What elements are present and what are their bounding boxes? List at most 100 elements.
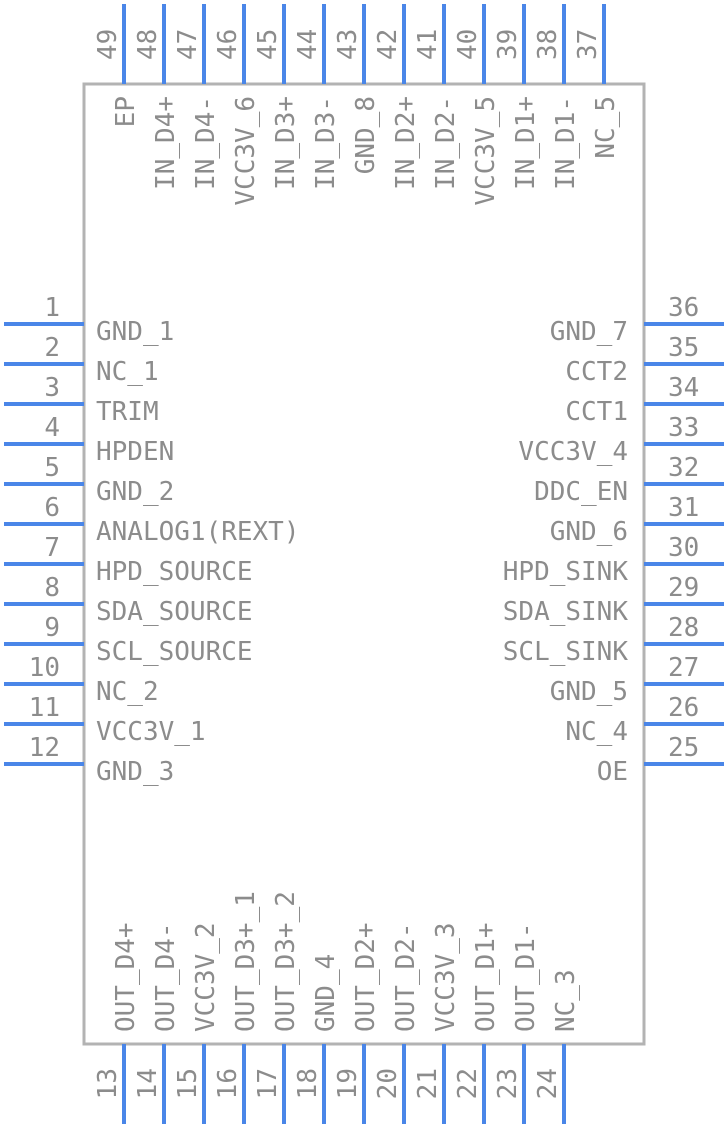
pin-number-9: 9	[44, 613, 60, 643]
pin-label-44: IN_D3-	[311, 96, 341, 190]
pin-label-28: SCL_SINK	[503, 637, 629, 667]
pin-number-19: 19	[333, 1068, 363, 1099]
pin-number-27: 27	[668, 653, 699, 683]
pin-label-4: HPDEN	[96, 437, 174, 467]
pin-number-21: 21	[413, 1068, 443, 1099]
pin-number-29: 29	[668, 573, 699, 603]
pin-number-28: 28	[668, 613, 699, 643]
pin-label-24: NC_3	[551, 969, 581, 1032]
pin-number-13: 13	[93, 1068, 123, 1099]
pin-label-2: NC_1	[96, 357, 159, 387]
pin-label-6: ANALOG1(REXT)	[96, 517, 300, 547]
pin-number-44: 44	[293, 29, 323, 60]
pin-number-30: 30	[668, 533, 699, 563]
pin-label-10: NC_2	[96, 677, 159, 707]
pin-label-38: IN_D1-	[551, 96, 581, 190]
pin-label-46: VCC3V_6	[231, 96, 261, 206]
pin-number-14: 14	[133, 1068, 163, 1099]
pin-number-32: 32	[668, 453, 699, 483]
pin-label-36: GND_7	[550, 317, 628, 347]
pin-label-20: OUT_D2-	[391, 922, 421, 1032]
pin-label-41: IN_D2-	[431, 96, 461, 190]
pin-number-42: 42	[373, 29, 403, 60]
pin-number-49: 49	[93, 29, 123, 60]
pin-number-16: 16	[213, 1068, 243, 1099]
pin-label-5: GND_2	[96, 477, 174, 507]
pin-number-39: 39	[493, 29, 523, 60]
pin-number-4: 4	[44, 413, 60, 443]
pin-label-22: OUT_D1+	[471, 922, 501, 1032]
pin-label-49: EP	[111, 96, 141, 127]
pin-number-36: 36	[668, 293, 699, 323]
pin-number-18: 18	[293, 1068, 323, 1099]
pin-number-8: 8	[44, 573, 60, 603]
pin-label-21: VCC3V_3	[431, 922, 461, 1032]
pin-label-8: SDA_SOURCE	[96, 597, 253, 627]
pin-number-5: 5	[44, 453, 60, 483]
pin-label-12: GND_3	[96, 757, 174, 787]
pin-number-15: 15	[173, 1068, 203, 1099]
pin-number-40: 40	[453, 29, 483, 60]
pin-label-47: IN_D4-	[191, 96, 221, 190]
pin-label-18: GND_4	[311, 954, 341, 1032]
pin-label-7: HPD_SOURCE	[96, 557, 253, 587]
pin-number-46: 46	[213, 29, 243, 60]
pin-label-14: OUT_D4-	[151, 922, 181, 1032]
pin-label-15: VCC3V_2	[191, 922, 221, 1032]
pin-label-45: IN_D3+	[271, 96, 301, 190]
pin-label-3: TRIM	[96, 397, 159, 427]
pin-label-25: OE	[597, 757, 628, 787]
pin-number-25: 25	[668, 733, 699, 763]
pin-label-48: IN_D4+	[151, 96, 181, 190]
pin-number-22: 22	[453, 1068, 483, 1099]
pin-number-23: 23	[493, 1068, 523, 1099]
pin-number-6: 6	[44, 493, 60, 523]
pin-label-43: GND_8	[351, 96, 381, 174]
pin-number-35: 35	[668, 333, 699, 363]
pin-label-34: CCT1	[565, 397, 628, 427]
pin-number-26: 26	[668, 693, 699, 723]
pin-label-37: NC_5	[591, 96, 621, 159]
pin-number-12: 12	[29, 733, 60, 763]
pin-label-27: GND_5	[550, 677, 628, 707]
pin-number-17: 17	[253, 1068, 283, 1099]
pin-label-40: VCC3V_5	[471, 96, 501, 206]
pin-label-16: OUT_D3+_1	[231, 891, 261, 1032]
pin-label-31: GND_6	[550, 517, 628, 547]
pin-number-20: 20	[373, 1068, 403, 1099]
pin-number-48: 48	[133, 29, 163, 60]
pin-number-38: 38	[533, 29, 563, 60]
pin-number-1: 1	[44, 293, 60, 323]
pin-label-42: IN_D2+	[391, 96, 421, 190]
pin-label-1: GND_1	[96, 317, 174, 347]
pin-label-17: OUT_D3+_2	[271, 891, 301, 1032]
pin-label-26: NC_4	[565, 717, 628, 747]
pin-number-37: 37	[573, 29, 603, 60]
pin-number-43: 43	[333, 29, 363, 60]
pin-label-29: SDA_SINK	[503, 597, 629, 627]
pin-label-30: HPD_SINK	[503, 557, 629, 587]
pin-number-3: 3	[44, 373, 60, 403]
pin-label-11: VCC3V_1	[96, 717, 206, 747]
pin-label-19: OUT_D2+	[351, 922, 381, 1032]
pin-number-47: 47	[173, 29, 203, 60]
pin-number-41: 41	[413, 29, 443, 60]
pin-label-23: OUT_D1-	[511, 922, 541, 1032]
pin-label-13: OUT_D4+	[111, 922, 141, 1032]
pin-label-39: IN_D1+	[511, 96, 541, 190]
pin-number-11: 11	[29, 693, 60, 723]
pin-number-2: 2	[44, 333, 60, 363]
pin-number-24: 24	[533, 1068, 563, 1099]
pin-number-7: 7	[44, 533, 60, 563]
pin-number-45: 45	[253, 29, 283, 60]
pin-label-32: DDC_EN	[534, 477, 628, 507]
pin-number-34: 34	[668, 373, 699, 403]
pin-number-31: 31	[668, 493, 699, 523]
pin-label-35: CCT2	[565, 357, 628, 387]
pin-number-33: 33	[668, 413, 699, 443]
pin-label-9: SCL_SOURCE	[96, 637, 253, 667]
ic-body	[82, 82, 646, 1046]
pin-label-33: VCC3V_4	[518, 437, 628, 467]
